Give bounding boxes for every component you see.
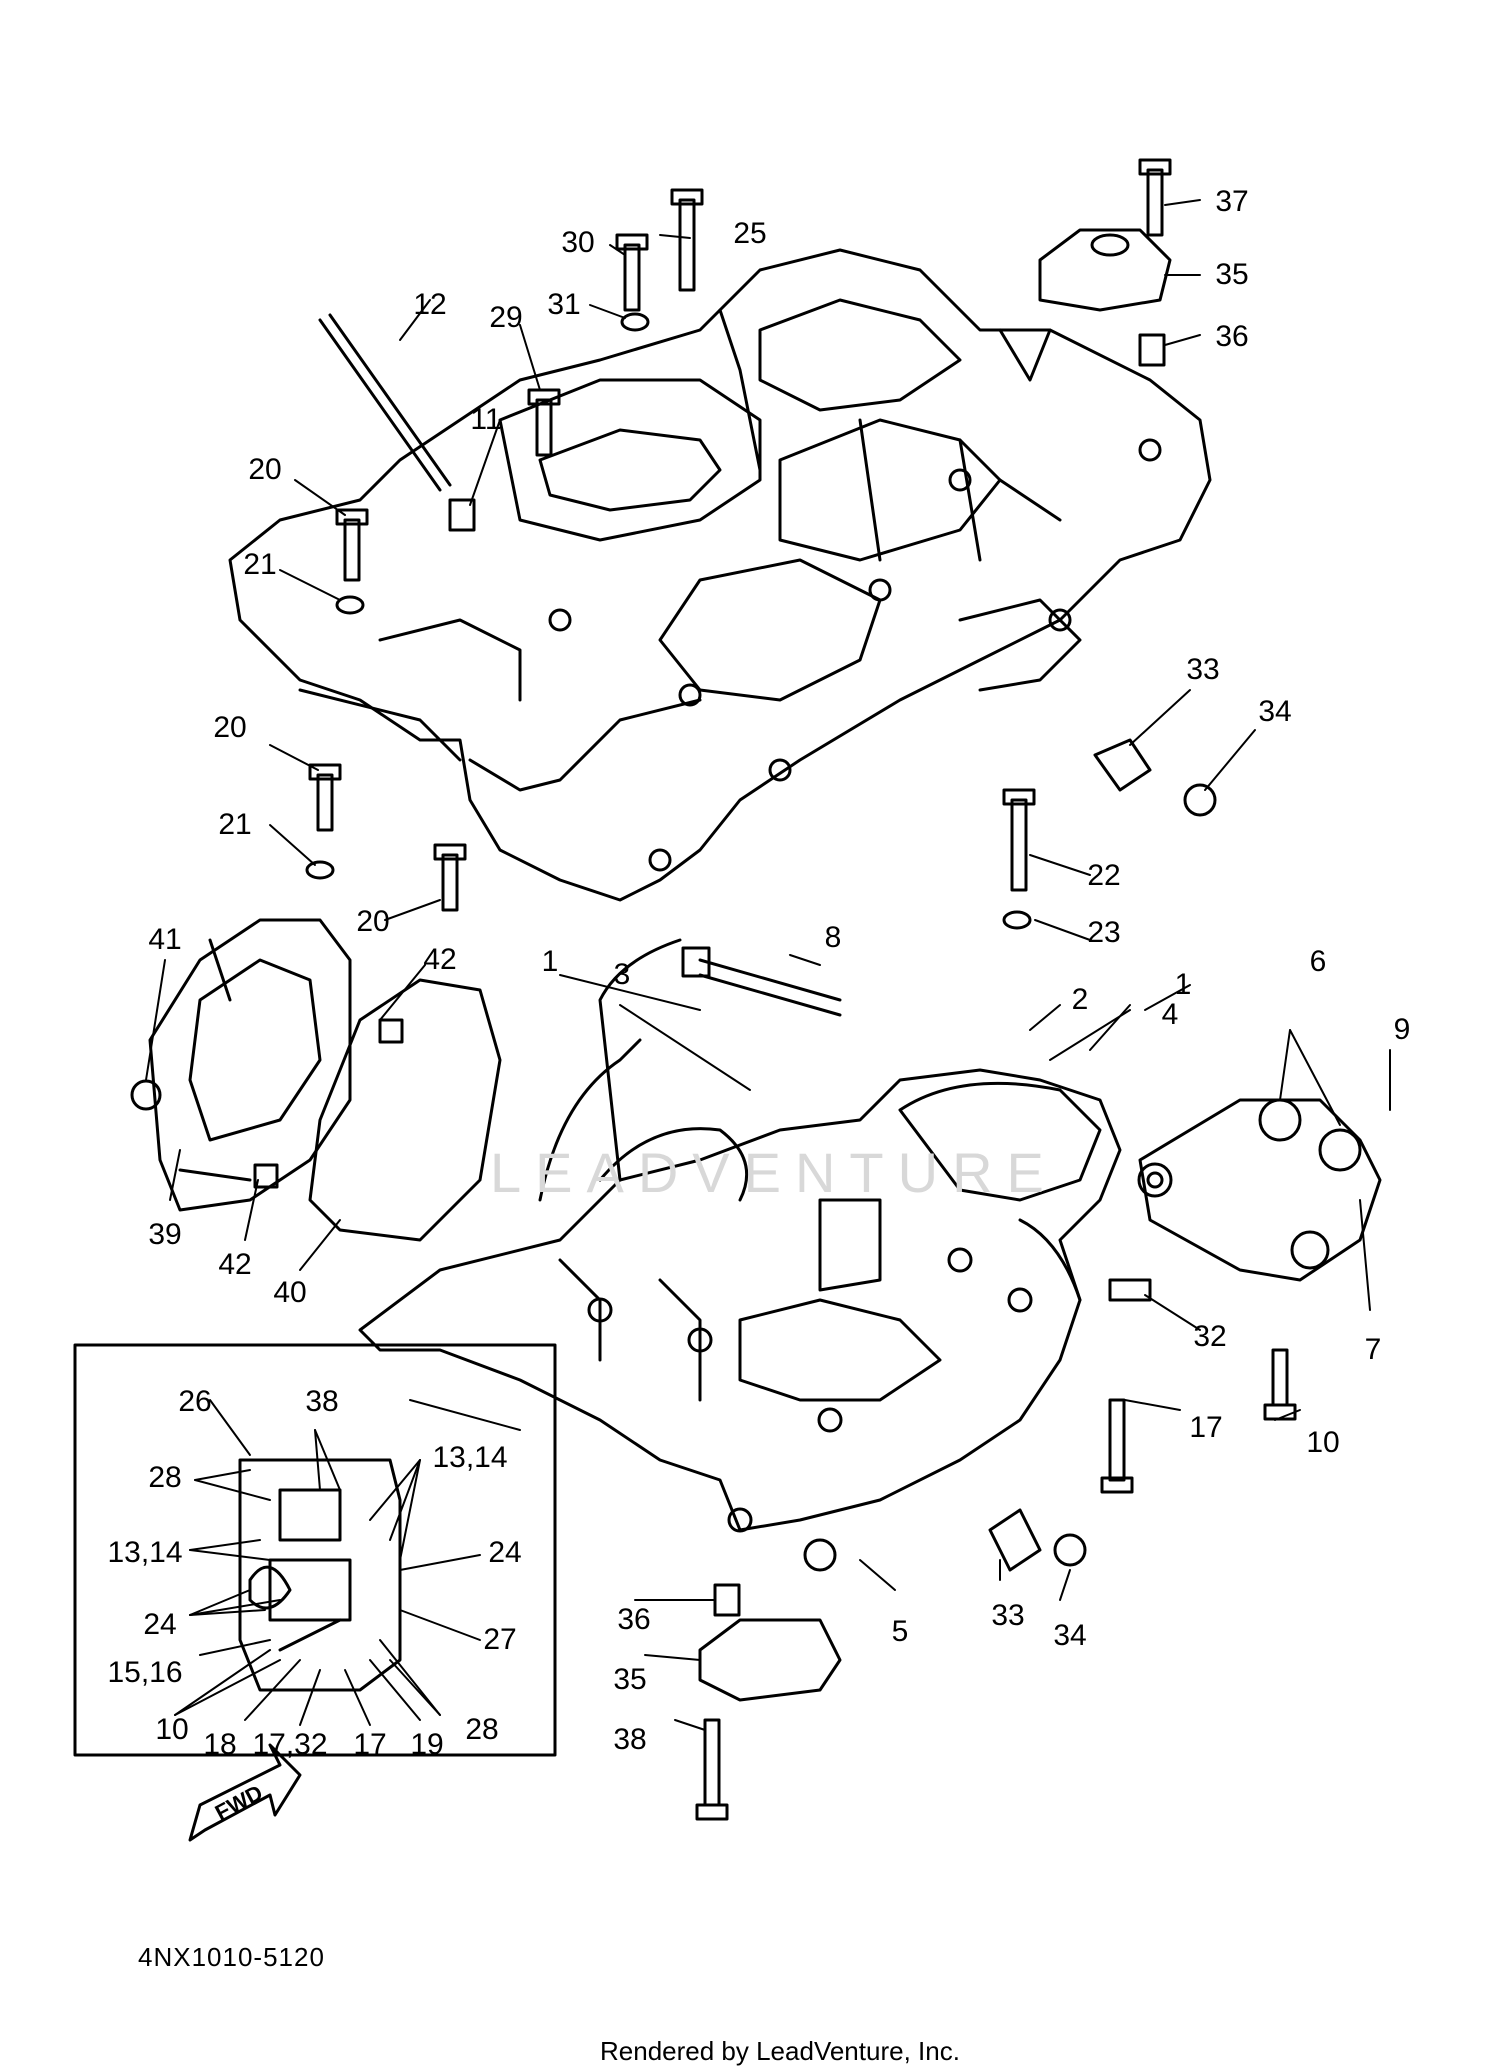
callout-3: 3 [613,958,631,991]
callout-10: 10 [1306,1426,1340,1459]
callout-20-b: 20 [213,711,247,744]
callout-31: 31 [547,288,581,321]
mount-bracket-35-lower [698,1618,842,1702]
inset-callout-17-32: 17,32 [252,1728,328,1761]
inset-callout-10: 10 [155,1713,189,1746]
callout-36-b: 36 [617,1603,651,1636]
callout-20-c: 20 [356,905,390,938]
inset-callout-28-a: 28 [148,1461,182,1494]
inset-callout-27: 27 [483,1623,517,1656]
callout-21-b: 21 [218,808,252,841]
inset-callout-24-b: 24 [143,1608,177,1641]
watermark: LEADVENTURE [490,1141,1058,1204]
callout-22: 22 [1087,859,1121,892]
callout-2: 2 [1071,983,1089,1016]
callout-9: 9 [1393,1013,1411,1046]
leader-lines [145,199,1391,1731]
upper-crankcase [228,248,1212,902]
callout-32: 32 [1193,1320,1227,1353]
callout-29: 29 [489,301,523,334]
callout-1-b: 1 [1174,968,1192,1001]
callout-36: 36 [1215,320,1249,353]
inset-callout-26: 26 [178,1385,212,1418]
callout-5: 5 [891,1615,909,1648]
callout-21-a: 21 [243,548,277,581]
inset-callout-17: 17 [353,1728,387,1761]
inset-callout-24-a: 24 [488,1536,522,1569]
callout-30: 30 [561,226,595,259]
lower-crankcase [358,938,1122,1533]
callout-4: 4 [1161,998,1179,1031]
callout-42-a: 42 [423,943,457,976]
callout-35-b: 35 [613,1663,647,1696]
engine-bracket [1138,1098,1382,1282]
callout-37: 37 [1215,185,1249,218]
side-cover-gasket [308,978,502,1242]
callout-17: 17 [1189,1411,1223,1444]
mount-bracket-35-upper [1038,228,1172,312]
callout-7: 7 [1364,1333,1382,1366]
inset-callout-13-14-b: 13,14 [107,1536,183,1569]
callout-23: 23 [1087,916,1121,949]
inset-callout-13-14-a: 13,14 [432,1441,508,1474]
callout-33-a: 33 [1186,653,1220,686]
callout-25: 25 [733,217,767,250]
inset-detail [73,1343,557,1757]
inset-callout-19: 19 [410,1728,444,1761]
inset-callout-18: 18 [203,1728,237,1761]
callout-1-a: 1 [541,945,559,978]
callout-34-a: 34 [1258,695,1292,728]
inset-callout-38: 38 [305,1385,339,1418]
callout-42-b: 42 [218,1248,252,1281]
callout-8: 8 [824,921,842,954]
inset-callout-28-b: 28 [465,1713,499,1746]
callout-33-b: 33 [991,1599,1025,1632]
part-code: 4NX1010-5120 [138,1942,325,1972]
callout-6: 6 [1309,945,1327,978]
callout-38: 38 [613,1723,647,1756]
inset-callout-15-16: 15,16 [107,1656,183,1689]
callout-41: 41 [148,923,182,956]
fwd-arrow [188,1743,302,1842]
callout-39: 39 [148,1218,182,1251]
callout-12: 12 [413,288,447,321]
callout-20-a: 20 [248,453,282,486]
side-cover [148,918,352,1212]
bolts [130,158,1297,1821]
footer-credit: Rendered by LeadVenture, Inc. [600,2036,960,2066]
callout-40: 40 [273,1276,307,1309]
callout-11: 11 [470,403,502,436]
callout-34-b: 34 [1053,1619,1087,1652]
callout-35: 35 [1215,258,1249,291]
